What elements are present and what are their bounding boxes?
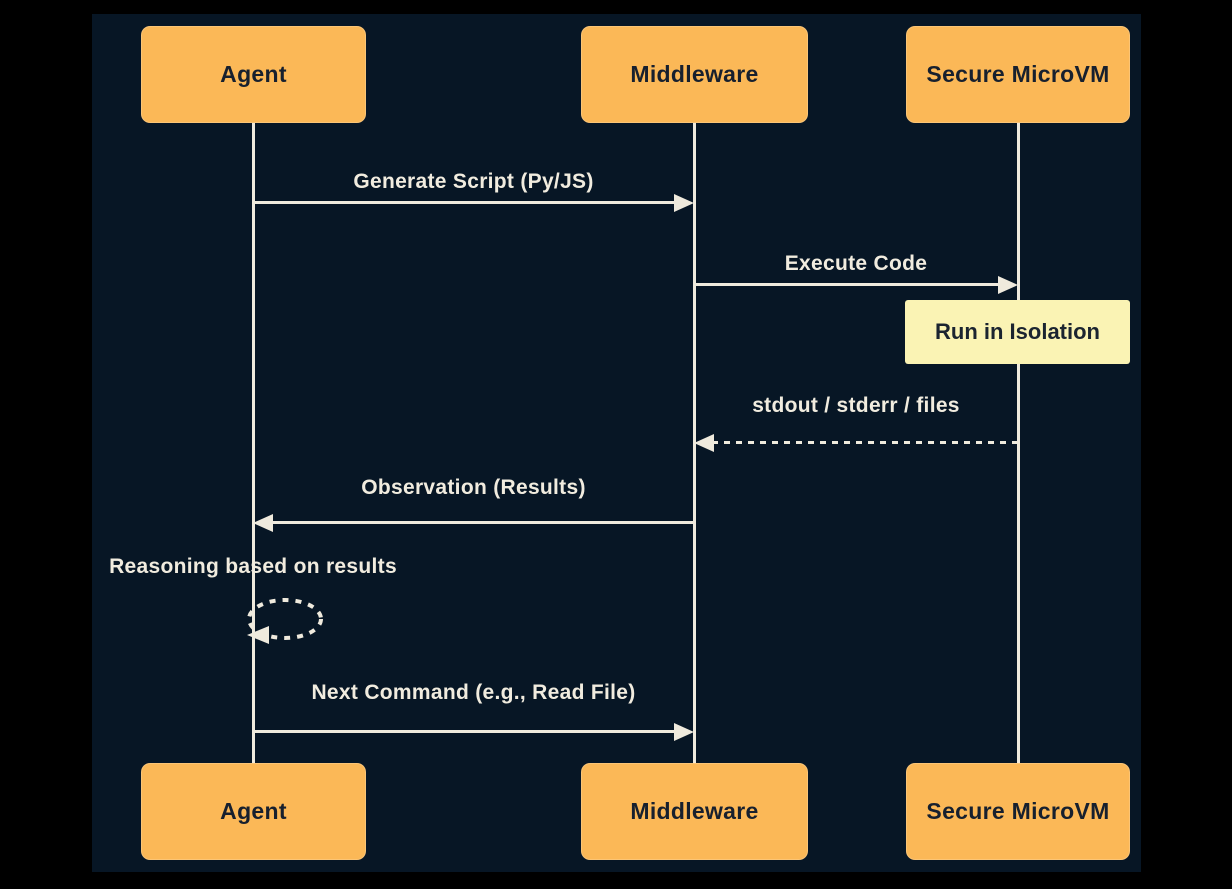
- note-run-in-isolation-label: Run in Isolation: [935, 319, 1100, 344]
- message-stdout-stderr-files-line: [712, 441, 1018, 444]
- message-observation-results-line: [270, 521, 694, 524]
- actor-middleware-bottom: Middleware: [581, 763, 808, 860]
- message-next-command-line: [253, 730, 677, 733]
- arrowhead-right-icon: [998, 276, 1018, 294]
- actor-agent-top: Agent: [141, 26, 366, 123]
- actor-middleware-top: Middleware: [581, 26, 808, 123]
- self-loop-dashed-ellipse-icon: [247, 598, 323, 644]
- actor-microvm-top-label: Secure MicroVM: [926, 61, 1110, 87]
- message-execute-code-label: Execute Code: [784, 252, 928, 275]
- lifeline-microvm: [1017, 123, 1020, 763]
- actor-middleware-top-label: Middleware: [630, 61, 759, 87]
- arrowhead-left-icon: [694, 434, 714, 452]
- message-next-command-label: Next Command (e.g., Read File): [311, 681, 636, 704]
- actor-microvm-top: Secure MicroVM: [906, 26, 1130, 123]
- arrowhead-left-icon: [253, 514, 273, 532]
- actor-microvm-bottom: Secure MicroVM: [906, 763, 1130, 860]
- message-reasoning-label: Reasoning based on results: [109, 555, 397, 578]
- note-run-in-isolation: Run in Isolation: [905, 300, 1130, 364]
- message-stdout-stderr-files-label: stdout / stderr / files: [752, 394, 960, 417]
- message-generate-script-label: Generate Script (Py/JS): [353, 170, 594, 193]
- actor-middleware-bottom-label: Middleware: [630, 798, 759, 824]
- actor-microvm-bottom-label: Secure MicroVM: [926, 798, 1110, 824]
- lifeline-agent: [252, 123, 255, 763]
- message-execute-code-line: [694, 283, 1001, 286]
- message-generate-script-line: [253, 201, 677, 204]
- arrowhead-right-icon: [674, 194, 694, 212]
- diagram-canvas: Agent Middleware Secure MicroVM Generate…: [92, 14, 1141, 872]
- actor-agent-bottom: Agent: [141, 763, 366, 860]
- message-observation-results-label: Observation (Results): [361, 476, 586, 499]
- actor-agent-top-label: Agent: [220, 61, 287, 87]
- actor-agent-bottom-label: Agent: [220, 798, 287, 824]
- arrowhead-right-icon: [674, 723, 694, 741]
